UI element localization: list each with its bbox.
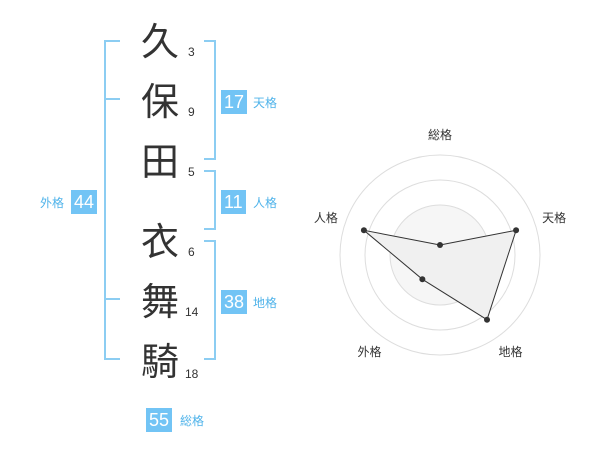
gaikaku-bracket: [104, 40, 120, 360]
chikaku-label: 地格: [253, 296, 278, 310]
name-char-2: 保: [140, 80, 179, 124]
jinkaku-value-badge: 11: [221, 190, 246, 214]
stroke-count-2: 9: [188, 105, 195, 119]
radar-area: [363, 230, 517, 320]
soukaku-label: 総格: [180, 414, 205, 428]
radar-series-line: [362, 229, 517, 321]
radar-axis-label-1: 総格: [428, 127, 452, 142]
tenkaku-value-badge: 17: [221, 90, 248, 114]
name-char-6: 騎: [140, 340, 179, 384]
name-char-4: 衣: [140, 220, 179, 264]
radar-axis-label-5: 人格: [314, 210, 338, 225]
name-char-1: 久: [140, 20, 179, 64]
stroke-count-3: 5: [188, 165, 195, 179]
stroke-count-4: 6: [188, 245, 195, 259]
jinkaku-bracket: [204, 170, 216, 230]
gaikaku-bracket-tick: [104, 98, 120, 100]
stroke-count-1: 3: [188, 45, 195, 59]
name-char-3: 田: [140, 140, 179, 184]
tenkaku-bracket: [204, 40, 216, 160]
chikaku-bracket: [204, 240, 216, 360]
radar-axis-label-2: 天格: [542, 210, 566, 225]
soukaku-value-badge: 55: [146, 408, 173, 432]
tenkaku-label: 天格: [253, 96, 278, 110]
gaikaku-label: 外格: [40, 196, 65, 210]
radar-axis-label-4: 外格: [357, 344, 381, 359]
radar-ring: [364, 179, 516, 331]
radar-ring: [339, 154, 541, 356]
gaikaku-bracket-tick: [104, 298, 120, 300]
chikaku-value-badge: 38: [221, 290, 248, 314]
radar-axis-label-3: 地格: [498, 344, 522, 359]
radar-point-5: [360, 227, 367, 234]
gaikaku-value-badge: 44: [71, 190, 98, 214]
radar-point-3: [484, 316, 491, 323]
stroke-count-6: 18: [185, 367, 199, 381]
name-char-5: 舞: [140, 280, 179, 324]
jinkaku-label: 人格: [253, 196, 278, 210]
stroke-count-5: 14: [185, 305, 199, 319]
radar-point-2: [513, 227, 520, 234]
radar-point-4: [419, 276, 426, 283]
radar-point-1: [437, 242, 443, 248]
